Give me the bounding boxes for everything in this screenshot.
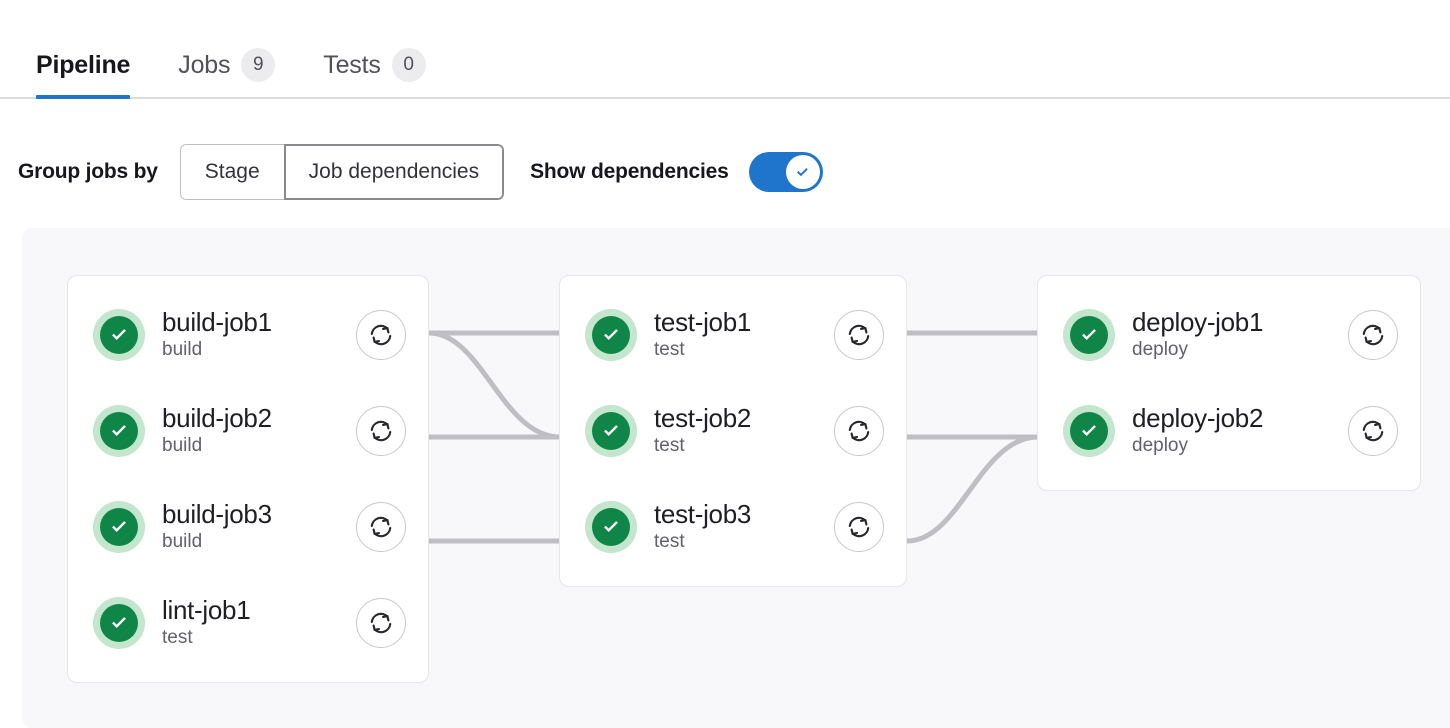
job-stage: build (162, 435, 203, 457)
show-dependencies-toggle[interactable] (748, 152, 823, 192)
retry-icon[interactable] (356, 502, 406, 552)
tab-tests[interactable]: Tests 0 (299, 0, 449, 97)
job-name: lint-job1 (162, 595, 251, 626)
retry-icon[interactable] (834, 502, 884, 552)
job-stage: test (654, 435, 685, 457)
retry-icon[interactable] (1348, 406, 1398, 456)
job-name: deploy-job2 (1132, 403, 1264, 434)
job-name: deploy-job1 (1132, 307, 1264, 338)
graph-controls: Group jobs by Stage Job dependencies Sho… (0, 143, 1450, 201)
job-row-build-job3[interactable]: build-job3 build (86, 490, 410, 564)
job-text: build-job2 build (162, 403, 356, 458)
job-stage: test (654, 531, 685, 553)
job-name: test-job3 (654, 499, 752, 530)
job-row-lint-job1[interactable]: lint-job1 test (86, 586, 410, 660)
check-circle-icon (1063, 309, 1115, 361)
link-build-job1-test-job2 (428, 330, 561, 440)
job-row-build-job1[interactable]: build-job1 build (86, 298, 410, 372)
tab-jobs[interactable]: Jobs 9 (154, 0, 299, 97)
toggle-knob (785, 155, 820, 189)
check-circle-icon (1063, 405, 1115, 457)
job-text: test-job1 test (654, 307, 834, 362)
job-text: test-job3 test (654, 499, 834, 554)
job-text: lint-job1 test (162, 595, 356, 650)
job-stage: test (654, 339, 685, 361)
job-row-test-job1[interactable]: test-job1 test (578, 298, 888, 372)
retry-icon[interactable] (834, 310, 884, 360)
retry-icon[interactable] (356, 406, 406, 456)
job-name: build-job3 (162, 499, 272, 530)
tab-pipeline-label: Pipeline (36, 50, 131, 79)
retry-icon[interactable] (356, 310, 406, 360)
job-stage: build (162, 531, 203, 553)
retry-icon[interactable] (1348, 310, 1398, 360)
job-name: test-job2 (654, 403, 752, 434)
job-text: build-job3 build (162, 499, 356, 554)
pipeline-graph-area: build-job1 build (22, 228, 1450, 728)
pipeline-tabs-bar: Pipeline Jobs 9 Tests 0 (0, 0, 1450, 99)
retry-icon[interactable] (356, 598, 406, 648)
job-stage: test (162, 627, 193, 649)
tab-tests-badge: 0 (391, 48, 426, 82)
job-stage: deploy (1132, 435, 1188, 457)
show-dependencies-label: Show dependencies (530, 160, 729, 183)
check-circle-icon (93, 405, 145, 457)
group-by-job-dependencies-button[interactable]: Job dependencies (283, 144, 505, 200)
job-text: test-job2 test (654, 403, 834, 458)
job-row-deploy-job1[interactable]: deploy-job1 deploy (1056, 298, 1402, 372)
check-circle-icon (585, 405, 637, 457)
check-icon (796, 168, 808, 177)
job-stage: build (162, 339, 203, 361)
show-dependencies-control: Show dependencies (530, 152, 823, 192)
group-by-stage-button[interactable]: Stage (179, 144, 285, 200)
job-card-build: build-job1 build (67, 275, 429, 683)
tab-pipeline[interactable]: Pipeline (18, 0, 154, 99)
job-stage: deploy (1132, 339, 1188, 361)
link-test-job3-deploy-job2 (906, 434, 1039, 544)
tab-jobs-label: Jobs (178, 50, 231, 79)
job-card-deploy: deploy-job1 deploy (1037, 275, 1421, 491)
job-name: build-job2 (162, 403, 272, 434)
check-circle-icon (585, 309, 637, 361)
job-row-test-job3[interactable]: test-job3 test (578, 490, 888, 564)
job-name: build-job1 (162, 307, 272, 338)
job-text: deploy-job2 deploy (1132, 403, 1348, 458)
job-row-build-job2[interactable]: build-job2 build (86, 394, 410, 468)
job-text: build-job1 build (162, 307, 356, 362)
check-circle-icon (93, 597, 145, 649)
check-circle-icon (93, 309, 145, 361)
tab-tests-label: Tests (323, 50, 381, 79)
group-jobs-by-segmented-control[interactable]: Stage Job dependencies (179, 144, 505, 200)
retry-icon[interactable] (834, 406, 884, 456)
tab-list: Pipeline Jobs 9 Tests 0 (0, 0, 1450, 99)
group-jobs-by-label: Group jobs by (18, 160, 158, 183)
job-card-test: test-job1 test te (559, 275, 907, 587)
job-row-test-job2[interactable]: test-job2 test (578, 394, 888, 468)
check-circle-icon (585, 501, 637, 553)
job-name: test-job1 (654, 307, 752, 338)
check-circle-icon (93, 501, 145, 553)
job-row-deploy-job2[interactable]: deploy-job2 deploy (1056, 394, 1402, 468)
job-text: deploy-job1 deploy (1132, 307, 1348, 362)
tab-jobs-badge: 9 (241, 48, 276, 82)
